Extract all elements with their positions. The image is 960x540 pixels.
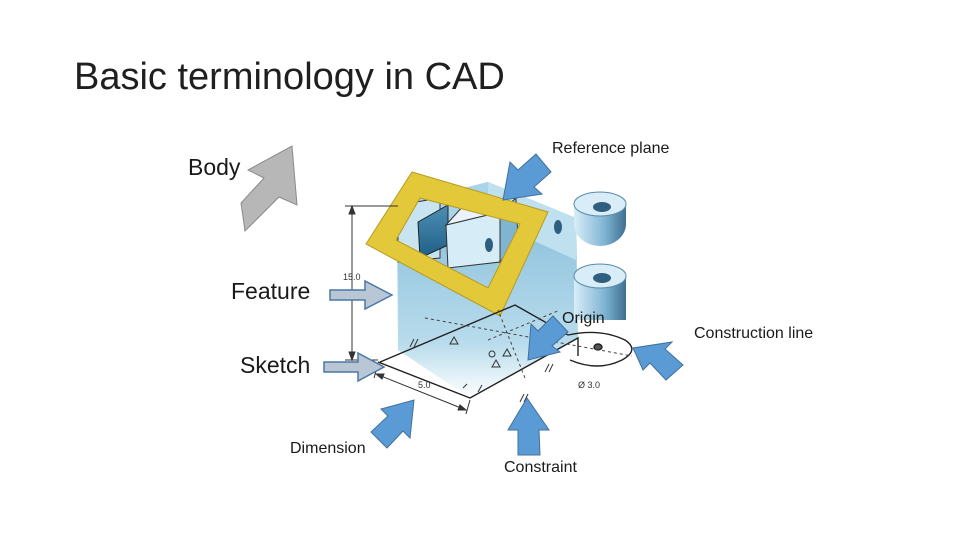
feature-arrow-icon bbox=[329, 279, 394, 311]
label-sketch: Sketch bbox=[240, 352, 311, 378]
body-arrow-icon bbox=[240, 145, 298, 233]
label-dimension: Dimension bbox=[290, 440, 366, 457]
label-reference-plane: Reference plane bbox=[552, 140, 670, 157]
height-dimension-text: 15.0 bbox=[343, 272, 361, 282]
reference-plane-shape bbox=[365, 171, 549, 317]
label-feature: Feature bbox=[231, 278, 311, 304]
constraint-glyphs bbox=[409, 335, 554, 403]
reference-plane-arrow-icon bbox=[502, 153, 552, 201]
diameter-dimension-text: Ø 3.0 bbox=[578, 380, 600, 390]
dimension-arrow-icon bbox=[370, 399, 415, 449]
width-dimension bbox=[373, 363, 471, 415]
label-body: Body bbox=[188, 154, 241, 180]
slide-title: Basic terminology in CAD bbox=[74, 56, 505, 98]
origin-arrow-icon bbox=[527, 315, 569, 361]
label-origin: Origin bbox=[562, 310, 605, 327]
label-constraint: Constraint bbox=[504, 459, 577, 476]
construction-lines bbox=[424, 309, 633, 379]
width-dimension-text: 5.0 bbox=[418, 380, 431, 390]
constraint-arrow-icon bbox=[507, 397, 550, 456]
label-construction-line: Construction line bbox=[694, 325, 814, 342]
construction-line-arrow-icon bbox=[632, 341, 684, 381]
sketch-arrow-icon bbox=[323, 351, 386, 383]
